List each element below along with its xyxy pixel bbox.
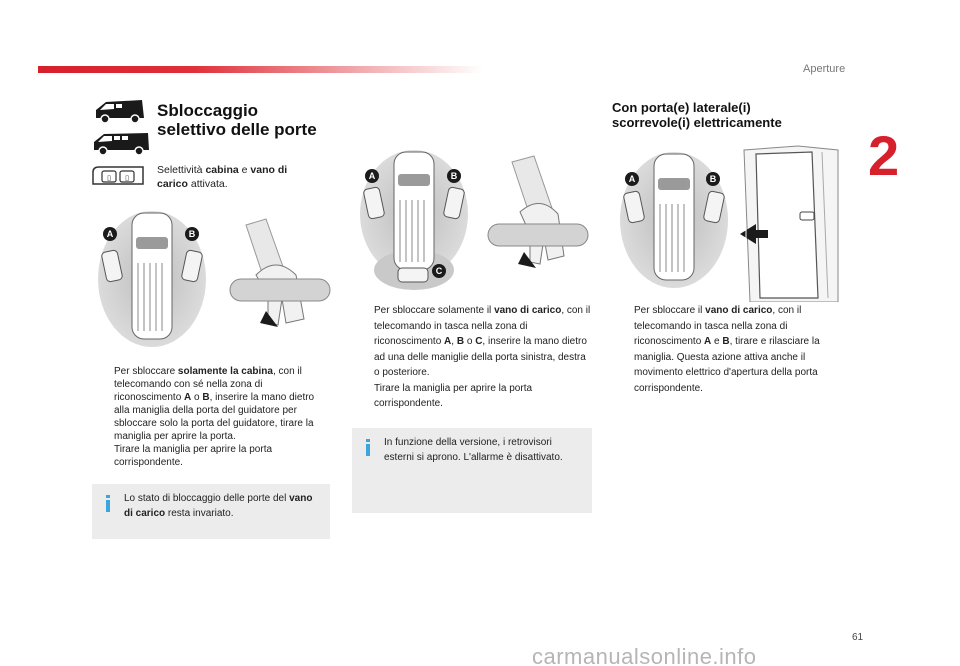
- figure-hand-on-handle-left: [229, 218, 331, 327]
- middle-instructions: Per sbloccare solamente il vano di caric…: [352, 303, 592, 412]
- info-icon: [106, 495, 110, 512]
- page-number: 61: [852, 632, 864, 643]
- figure-van-top-view-cargo: [360, 150, 468, 290]
- zone-label-b: B: [706, 172, 720, 186]
- right-instructions: Per sbloccare il vano di carico, con il …: [612, 303, 852, 396]
- zone-label-b: B: [185, 227, 199, 241]
- middle-bullet-1: Per sbloccare solamente il vano di caric…: [374, 305, 591, 378]
- left-bullet-2: Tirare la maniglia per aprire la porta c…: [114, 444, 273, 468]
- header-accent-bar: [38, 66, 483, 73]
- zone-label-a: A: [103, 227, 117, 241]
- section-label: Aperture: [803, 63, 846, 75]
- watermark: carmanualsonline.info: [532, 644, 757, 666]
- zone-label-b: B: [447, 169, 461, 183]
- svg-text:▯: ▯: [107, 174, 111, 182]
- info-box-left: Lo stato di bloccaggio delle porte del v…: [92, 484, 330, 539]
- van-icon-short: [96, 100, 144, 124]
- figure-hand-on-handle-middle: [487, 155, 589, 268]
- zone-label-a: A: [625, 172, 639, 186]
- svg-text:▯: ▯: [125, 174, 129, 182]
- left-bullet-1: Per sbloccare solamente la cabina, con i…: [114, 366, 315, 442]
- chapter-number: 2: [868, 124, 900, 187]
- figure-sliding-door-side: [740, 145, 839, 302]
- info-icon: [366, 439, 370, 456]
- info-box-middle: In funzione della versione, i retrovisor…: [352, 428, 592, 513]
- intro-text: Selettività cabina e vano di carico atti…: [157, 164, 288, 190]
- middle-bullet-2: Tirare la maniglia per aprire la porta c…: [374, 382, 533, 410]
- right-bullet-1: Per sbloccare il vano di carico, con il …: [634, 305, 820, 394]
- van-icon-long: [94, 133, 149, 156]
- dashboard-button-icon: ▯ ▯: [92, 166, 144, 185]
- section-title-electric-sliding-door: Con porta(e) laterale(i)scorrevole(i) el…: [612, 100, 782, 130]
- zone-label-c: C: [432, 264, 446, 278]
- zone-label-a: A: [365, 169, 379, 183]
- left-instructions: Per sbloccare solamente la cabina, con i…: [92, 365, 322, 469]
- figure-van-top-view-sliding: [620, 152, 728, 288]
- figure-van-top-view-cabin: [98, 211, 206, 347]
